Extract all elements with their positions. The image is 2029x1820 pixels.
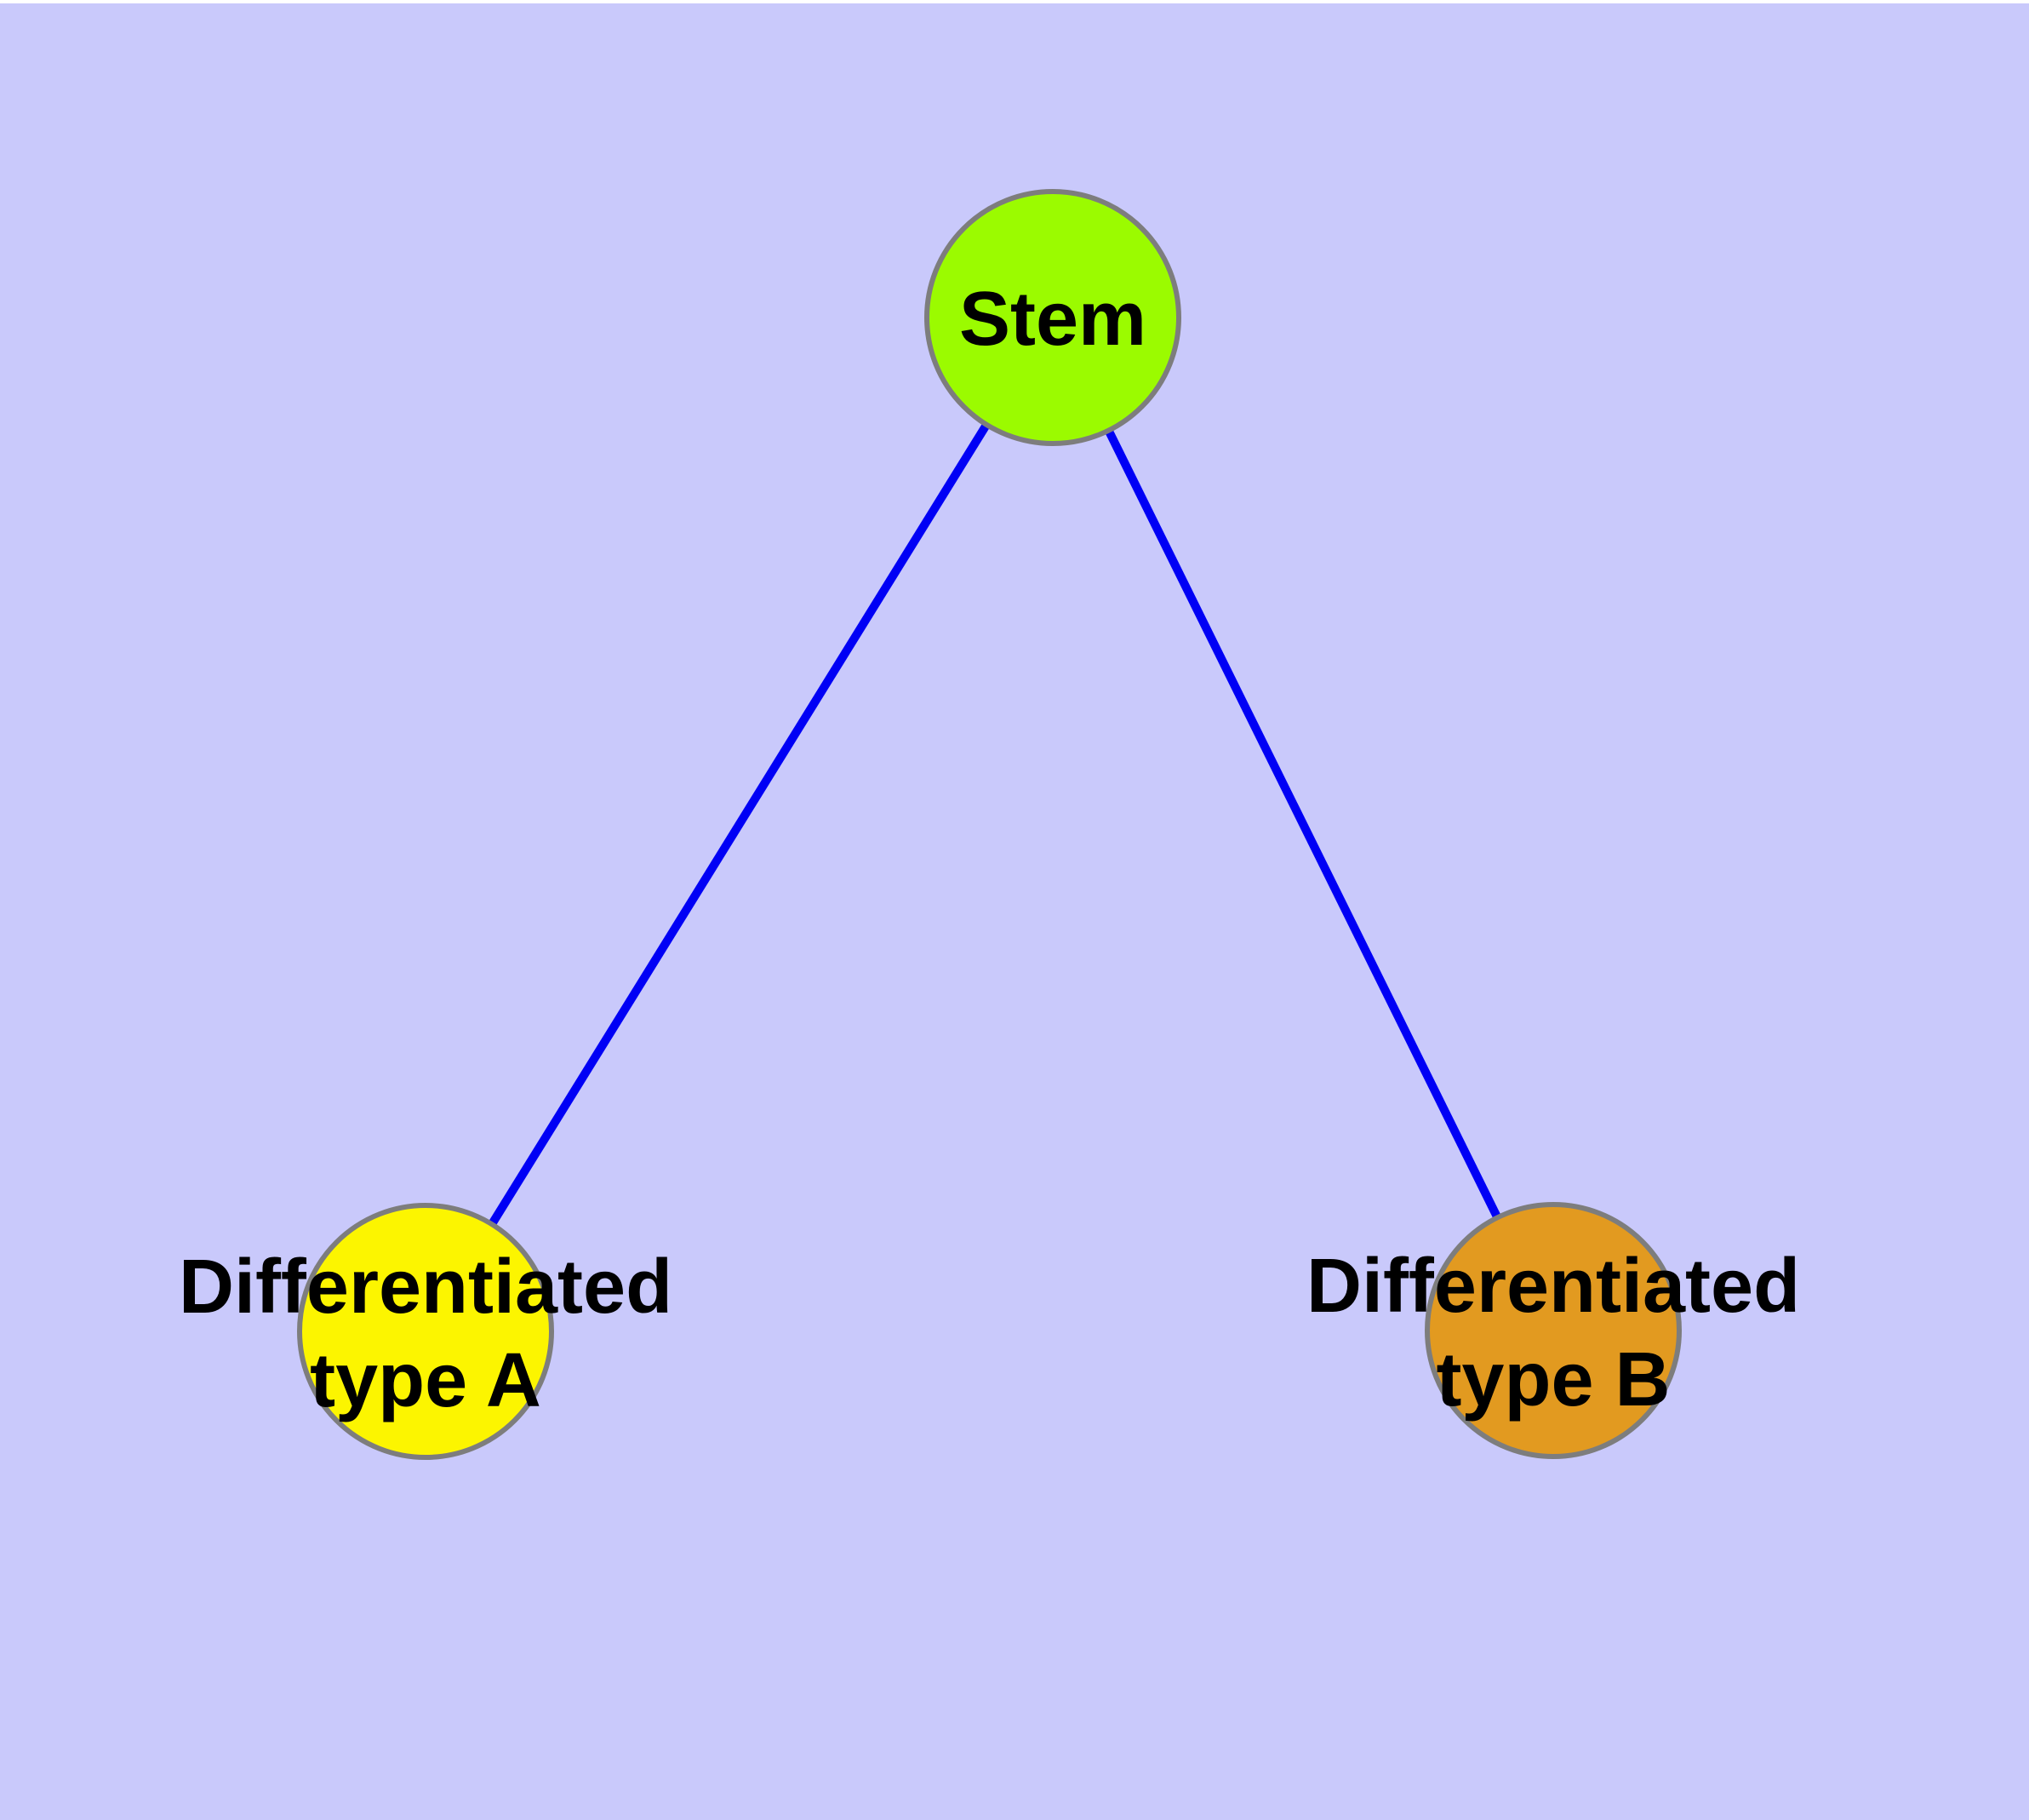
node-stem-circle — [924, 189, 1181, 446]
node-stem-label: Stem — [958, 277, 1147, 362]
edge-stem-to-type-a — [421, 315, 1057, 1334]
node-type-b-circle — [1425, 1202, 1682, 1459]
edge-stem-to-type-b — [1049, 315, 1557, 1333]
top-margin-strip — [0, 0, 2029, 3]
node-type-a-circle — [297, 1203, 554, 1460]
node-type-a-label: Differentiated type A — [178, 1245, 673, 1423]
node-type-b-label: Differentiated type B — [1306, 1244, 1801, 1422]
